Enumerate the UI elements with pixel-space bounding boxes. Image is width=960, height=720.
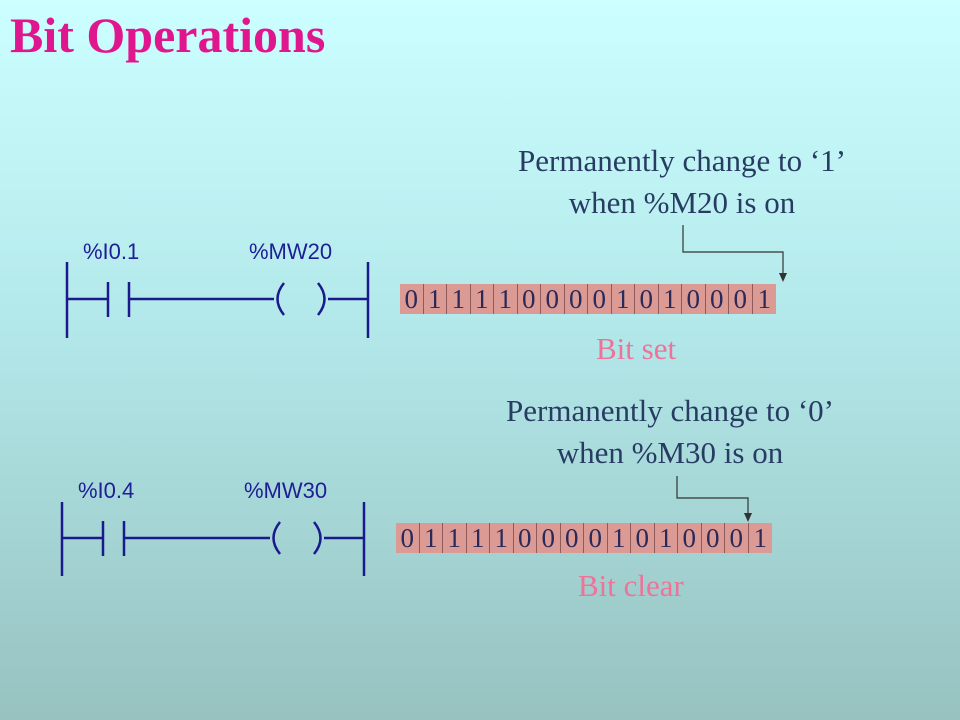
coil-left-arc-set: [276, 282, 285, 316]
set-bit-10: 0: [635, 284, 659, 314]
coil-left-arc-clear: [272, 521, 281, 555]
set-bit-0: 0: [400, 284, 424, 314]
clear-note-line1: Permanently change to ‘0’: [506, 393, 834, 428]
coil-right-arc-set: [317, 282, 326, 316]
contact-address-set: %I0.1: [83, 239, 140, 264]
clear-bit-10: 0: [631, 523, 655, 553]
clear-note-line2: when %M30 is on: [556, 435, 784, 470]
set-bit-15: 1: [752, 284, 776, 314]
clear-bit-4: 1: [490, 523, 514, 553]
set-bit-12: 0: [682, 284, 706, 314]
set-bit-2: 1: [447, 284, 471, 314]
clear-bit-11: 1: [654, 523, 678, 553]
clear-bit-3: 1: [466, 523, 490, 553]
set-note-line2: when %M20 is on: [568, 185, 796, 220]
pointer-arrow-clear: [676, 476, 752, 522]
caption-bit-clear: Bit clear: [578, 568, 684, 603]
rung-set: [65, 262, 370, 338]
clear-bit-15: 1: [748, 523, 772, 553]
set-note: Permanently change to ‘1’ when %M20 is o…: [472, 140, 892, 224]
clear-bit-13: 0: [701, 523, 725, 553]
coil-address-clear: %MW30: [244, 478, 328, 503]
caption-bit-set: Bit set: [596, 331, 677, 366]
set-bit-5: 0: [517, 284, 541, 314]
pointer-arrow-set: [682, 225, 787, 282]
rung-clear: [60, 502, 366, 576]
set-bit-9: 1: [611, 284, 635, 314]
coil-address-set: %MW20: [249, 239, 333, 264]
set-bit-7: 0: [564, 284, 588, 314]
set-bit-4: 1: [494, 284, 518, 314]
set-bit-11: 1: [658, 284, 682, 314]
set-bit-1: 1: [423, 284, 447, 314]
clear-note: Permanently change to ‘0’ when %M30 is o…: [460, 390, 880, 474]
set-note-line1: Permanently change to ‘1’: [518, 143, 846, 178]
clear-bit-1: 1: [419, 523, 443, 553]
clear-bit-12: 0: [678, 523, 702, 553]
set-bit-6: 0: [541, 284, 565, 314]
clear-bit-7: 0: [560, 523, 584, 553]
set-bit-8: 0: [588, 284, 612, 314]
clear-bit-14: 0: [725, 523, 749, 553]
clear-bit-8: 0: [584, 523, 608, 553]
set-bit-13: 0: [705, 284, 729, 314]
clear-bit-2: 1: [443, 523, 467, 553]
clear-bit-0: 0: [396, 523, 420, 553]
clear-bit-6: 0: [537, 523, 561, 553]
page-title: Bit Operations: [10, 7, 326, 63]
contact-address-clear: %I0.4: [78, 478, 135, 503]
set-bit-14: 0: [729, 284, 753, 314]
coil-right-arc-clear: [313, 521, 322, 555]
clear-bit-9: 1: [607, 523, 631, 553]
set-bit-3: 1: [470, 284, 494, 314]
clear-bit-5: 0: [513, 523, 537, 553]
